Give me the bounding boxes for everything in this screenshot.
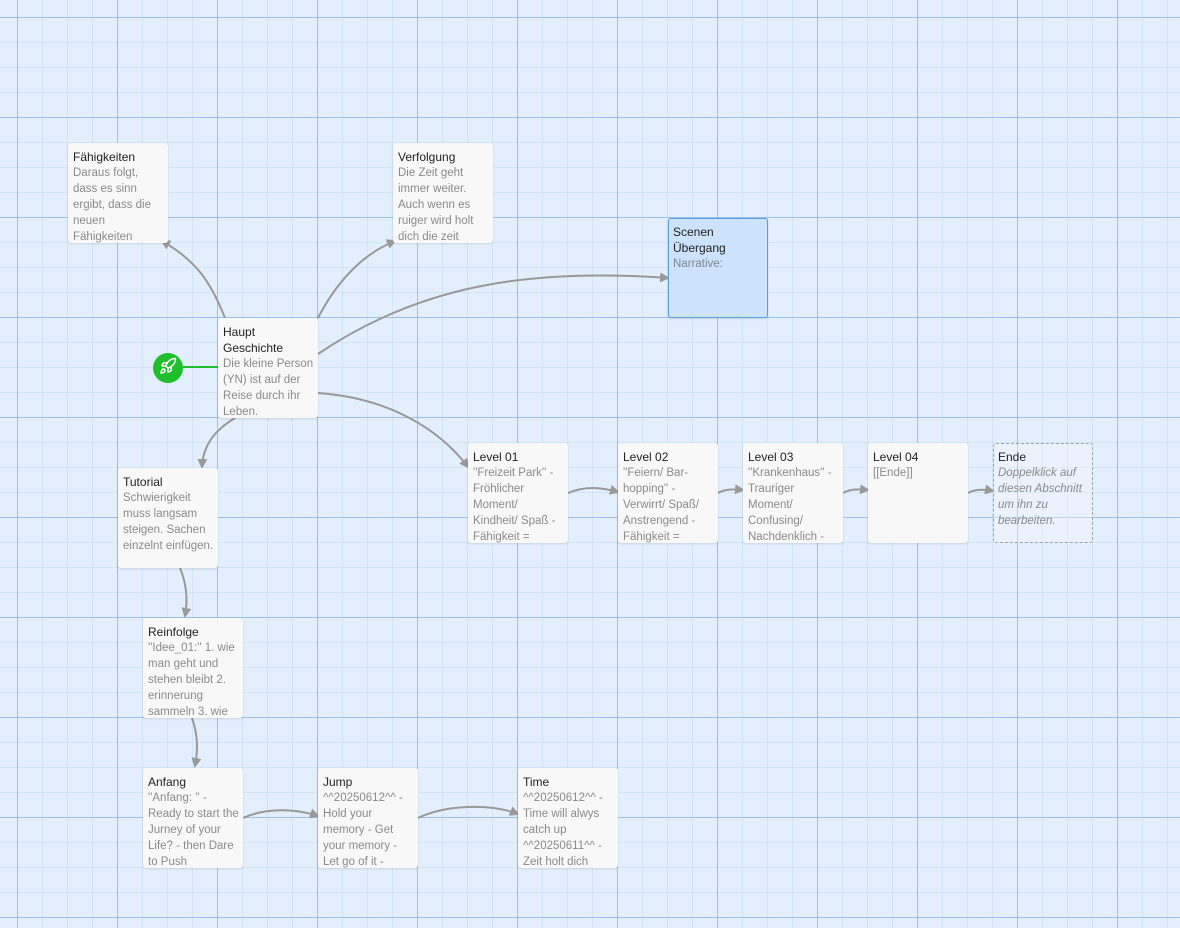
passage-title: Time bbox=[523, 775, 550, 789]
link-haupt-to-level01 bbox=[317, 392, 470, 469]
passage-tutorial[interactable]: Tutorial Schwierigkeit muss langsam stei… bbox=[118, 468, 218, 568]
link-jump-to-time bbox=[417, 805, 520, 819]
passage-excerpt: ^^20250612^^ - Time will alwys catch up … bbox=[523, 792, 603, 868]
passage-excerpt: Daraus folgt, dass es sinn ergibt, dass … bbox=[73, 167, 151, 243]
passage-excerpt: Doppelklick auf diesen Abschnitt um ihn … bbox=[998, 467, 1082, 527]
link-level01-to-level02 bbox=[567, 485, 620, 495]
passage-title: Anfang bbox=[148, 775, 187, 789]
passage-excerpt: ^^20250612^^ - Hold your memory - Get yo… bbox=[323, 792, 403, 868]
passage-title: Level 01 bbox=[473, 450, 519, 464]
passage-faehigkeiten[interactable]: Fähigkeiten Daraus folgt, dass es sinn e… bbox=[68, 143, 168, 243]
link-haupt-to-faehigkeiten bbox=[160, 240, 226, 319]
passage-excerpt: [[Ende]] bbox=[873, 467, 913, 479]
passage-title: Fähigkeiten bbox=[73, 150, 136, 164]
passage-title: Level 02 bbox=[623, 450, 669, 464]
link-haupt-to-verfolgung bbox=[317, 239, 397, 319]
link-level03-to-level04 bbox=[842, 484, 870, 495]
passage-level-01[interactable]: Level 01 ''Freizeit Park'' - Fröhlicher … bbox=[468, 443, 568, 543]
passage-level-03[interactable]: Level 03 ''Krankenhaus'' - Trauriger Mom… bbox=[743, 443, 843, 543]
start-marker[interactable] bbox=[153, 353, 183, 383]
passage-excerpt: Narrative: bbox=[673, 258, 723, 270]
passage-title: Level 04 bbox=[873, 450, 919, 464]
passage-title: Haupt Geschichte bbox=[223, 325, 284, 355]
passage-ende[interactable]: Ende Doppelklick auf diesen Abschnitt um… bbox=[993, 443, 1093, 543]
link-haupt-to-tutorial bbox=[197, 417, 236, 469]
passage-anfang[interactable]: Anfang ''Anfang: '' - Ready to start the… bbox=[143, 768, 243, 868]
link-level02-to-level03 bbox=[717, 484, 745, 495]
passage-excerpt: ''Freizeit Park'' - Fröhlicher Moment/ K… bbox=[473, 467, 556, 543]
passage-excerpt: ''Krankenhaus'' - Trauriger Moment/ Conf… bbox=[748, 467, 832, 543]
passage-excerpt: Schwierigkeit muss langsam steigen. Sach… bbox=[123, 492, 214, 552]
passage-excerpt: ''Idee_01:'' 1. wie man geht und stehen … bbox=[148, 642, 235, 718]
passage-verfolgung[interactable]: Verfolgung Die Zeit geht immer weiter. A… bbox=[393, 143, 493, 243]
passage-excerpt: ''Feiern/ Bar-hopping'' - Verwirrt/ Spaß… bbox=[623, 467, 700, 543]
passage-scenen-uebergang[interactable]: Scenen Übergang Narrative: bbox=[668, 218, 768, 318]
passage-title: Jump bbox=[323, 775, 353, 789]
passage-title: Level 03 bbox=[748, 450, 794, 464]
passage-haupt-geschichte[interactable]: Haupt Geschichte Die kleine Person (YN) … bbox=[218, 318, 318, 418]
link-anfang-to-jump bbox=[242, 808, 320, 819]
passage-level-02[interactable]: Level 02 ''Feiern/ Bar-hopping'' - Verwi… bbox=[618, 443, 718, 543]
link-level04-to-ende bbox=[967, 484, 995, 495]
start-connector bbox=[183, 366, 219, 368]
passage-title: Reinfolge bbox=[148, 625, 199, 639]
passage-time[interactable]: Time ^^20250612^^ - Time will alwys catc… bbox=[518, 768, 618, 868]
passage-excerpt: Die kleine Person (YN) ist auf der Reise… bbox=[223, 358, 314, 418]
link-tutorial-to-reinfolge bbox=[179, 567, 192, 618]
link-reinfolge-to-anfang bbox=[191, 717, 202, 768]
passage-level-04[interactable]: Level 04 [[Ende]] bbox=[868, 443, 968, 543]
link-haupt-to-scenen bbox=[317, 272, 670, 355]
passage-title: Scenen Übergang bbox=[673, 225, 726, 255]
passage-title: Ende bbox=[998, 450, 1027, 464]
passage-reinfolge[interactable]: Reinfolge ''Idee_01:'' 1. wie man geht u… bbox=[143, 618, 243, 718]
passage-jump[interactable]: Jump ^^20250612^^ - Hold your memory - G… bbox=[318, 768, 418, 868]
rocket-icon bbox=[159, 357, 177, 380]
passage-title: Tutorial bbox=[123, 475, 163, 489]
passage-title: Verfolgung bbox=[398, 150, 456, 164]
passage-excerpt: Die Zeit geht immer weiter. Auch wenn es… bbox=[398, 167, 474, 243]
passage-excerpt: ''Anfang: '' - Ready to start the Jurney… bbox=[148, 792, 239, 868]
